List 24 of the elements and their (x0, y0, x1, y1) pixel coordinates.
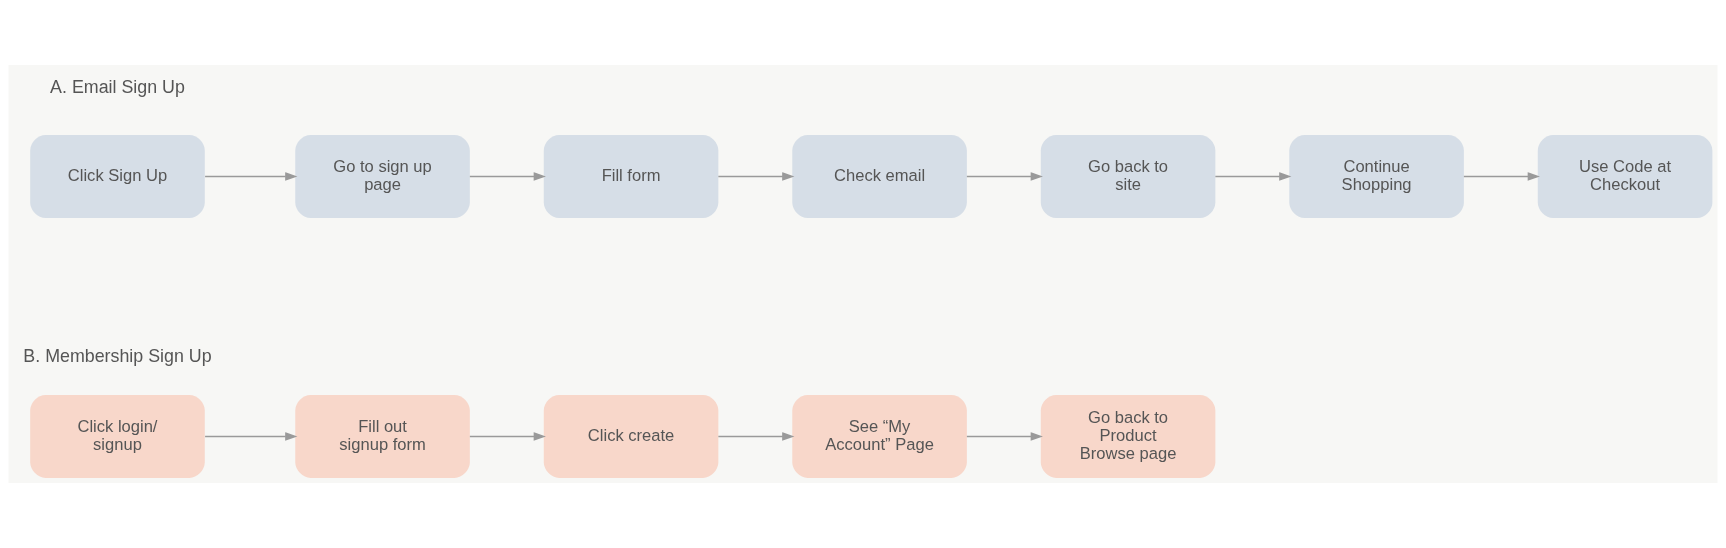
arrow (204, 172, 298, 181)
arrow (469, 432, 546, 441)
arrow (1214, 172, 1292, 181)
node-box: Fill out signup form (295, 395, 470, 478)
arrow (204, 432, 298, 441)
node-box: Use Code at Checkout (1537, 135, 1713, 218)
node-box: Check email (792, 135, 967, 218)
arrow (469, 172, 546, 181)
node-box: Click create (543, 395, 719, 478)
node-box: Click Sign Up (30, 135, 205, 218)
node-box: Go back to site (1040, 135, 1216, 218)
arrow (717, 432, 795, 441)
node-box: Click login/ signup (30, 395, 205, 478)
arrow (1463, 172, 1540, 181)
node-box: See “My Account” Page (792, 395, 967, 478)
arrow (966, 432, 1043, 441)
arrow (966, 172, 1043, 181)
arrow (717, 172, 795, 181)
node-box: Continue Shopping (1289, 135, 1464, 218)
label: B. Membership Sign Up (23, 345, 212, 366)
label: A. Email Sign Up (50, 77, 185, 98)
node-box: Fill form (543, 135, 719, 218)
node-box: Go to sign up page (295, 135, 470, 218)
node-box: Go back to Product Browse page (1040, 395, 1216, 478)
